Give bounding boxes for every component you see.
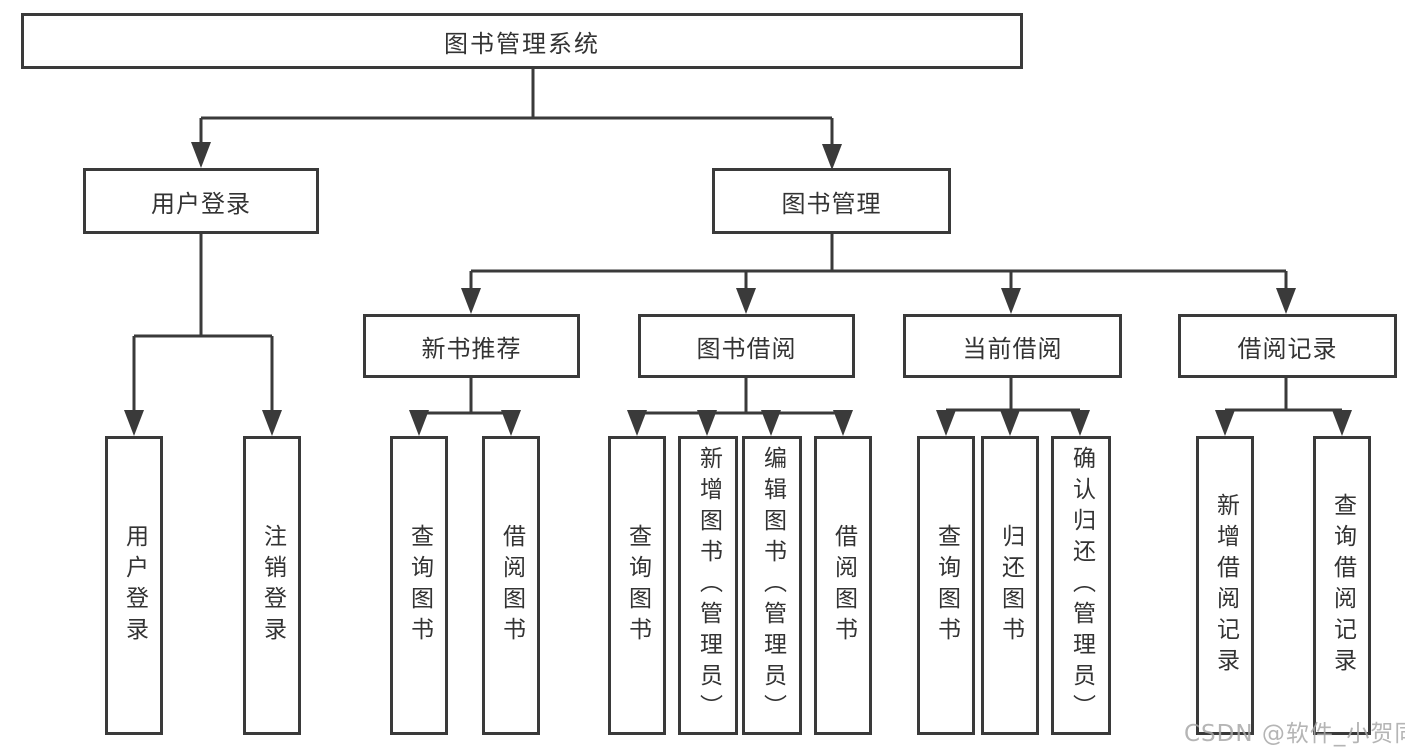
leaf-label: 查询借阅记录 xyxy=(1329,492,1356,679)
node-label: 用户登录 xyxy=(151,189,251,218)
leaf-borrow-books-1: 借阅图书 xyxy=(482,436,540,735)
leaf-label: 确认归还（管理员） xyxy=(1068,446,1095,725)
leaf-label: 注销登录 xyxy=(259,523,286,648)
leaf-label: 借阅图书 xyxy=(498,523,525,648)
leaf-label: 借阅图书 xyxy=(830,523,857,648)
node-system-root: 图书管理系统 xyxy=(21,13,1023,69)
node-book-borrow: 图书借阅 xyxy=(638,314,855,378)
node-borrow-record: 借阅记录 xyxy=(1178,314,1397,378)
leaf-logout: 注销登录 xyxy=(243,436,301,735)
leaf-label: 新增图书（管理员） xyxy=(695,446,722,725)
leaf-label: 编辑图书（管理员） xyxy=(759,446,786,725)
node-user-login: 用户登录 xyxy=(83,168,319,234)
leaf-add-books-admin: 新增图书（管理员） xyxy=(678,436,738,735)
leaf-query-books-2: 查询图书 xyxy=(608,436,666,735)
node-label: 图书管理 xyxy=(781,189,882,218)
leaf-add-borrow-record: 新增借阅记录 xyxy=(1196,436,1254,735)
node-label: 借阅记录 xyxy=(1237,334,1338,363)
node-label: 当前借阅 xyxy=(962,334,1063,363)
node-new-book-recommend: 新书推荐 xyxy=(363,314,580,378)
leaf-return-books: 归还图书 xyxy=(981,436,1039,735)
arrowheads xyxy=(124,142,1352,436)
csdn-watermark: CSDN @软件_小贺同学 xyxy=(1184,721,1405,747)
leaf-query-books-3: 查询图书 xyxy=(917,436,975,735)
node-label: 图书借阅 xyxy=(696,334,797,363)
leaf-label: 用户登录 xyxy=(121,523,148,648)
leaf-query-borrow-record: 查询借阅记录 xyxy=(1313,436,1371,735)
leaf-borrow-books-2: 借阅图书 xyxy=(814,436,872,735)
leaf-label: 新增借阅记录 xyxy=(1212,492,1239,679)
node-book-management: 图书管理 xyxy=(712,168,951,234)
leaf-label: 查询图书 xyxy=(933,523,960,648)
node-current-borrow: 当前借阅 xyxy=(903,314,1122,378)
node-label: 图书管理系统 xyxy=(444,29,600,58)
leaf-query-books-1: 查询图书 xyxy=(390,436,448,735)
leaf-label: 查询图书 xyxy=(406,523,433,648)
node-label: 新书推荐 xyxy=(421,334,522,363)
leaf-label: 查询图书 xyxy=(624,523,651,648)
leaf-confirm-return-admin: 确认归还（管理员） xyxy=(1051,436,1111,735)
leaf-user-login: 用户登录 xyxy=(105,436,163,735)
leaf-edit-books-admin: 编辑图书（管理员） xyxy=(742,436,802,735)
leaf-label: 归还图书 xyxy=(997,523,1024,648)
